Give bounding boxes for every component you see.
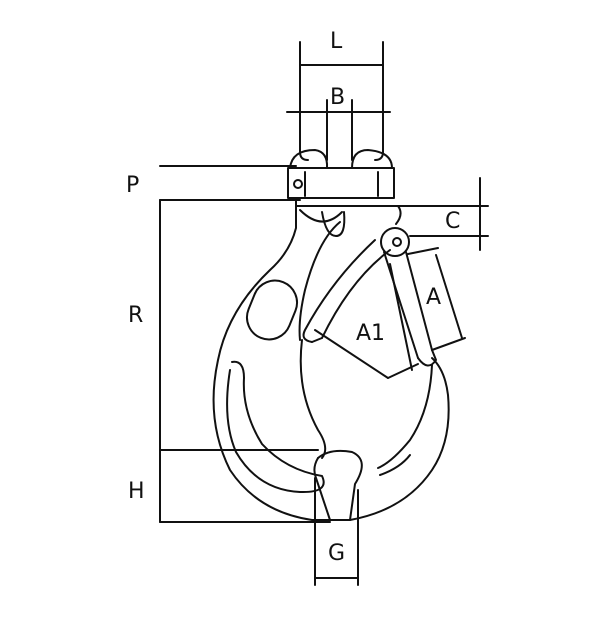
hook-tip [317, 449, 363, 521]
dimension-c [394, 177, 489, 251]
label-a: A [426, 285, 441, 310]
label-c: C [445, 209, 460, 234]
label-g: G [328, 541, 345, 566]
label-r: R [128, 303, 143, 328]
dimension-g [314, 477, 359, 586]
label-l: L [330, 29, 343, 54]
safety-latch [302, 227, 437, 367]
inner-groove [226, 360, 325, 494]
label-h: H [128, 479, 145, 504]
dimension-a1 [314, 263, 419, 379]
label-a1: A1 [356, 321, 385, 346]
clevis-pin [287, 117, 395, 199]
hook-body [212, 199, 450, 521]
shank-slot [246, 279, 298, 341]
hook-nose [313, 457, 331, 521]
label-p: P [126, 173, 139, 198]
dimension-a [407, 247, 466, 351]
groove-end [379, 454, 411, 476]
dimension-h [159, 449, 331, 523]
dimension-p [159, 165, 301, 201]
label-b: B [330, 85, 345, 110]
